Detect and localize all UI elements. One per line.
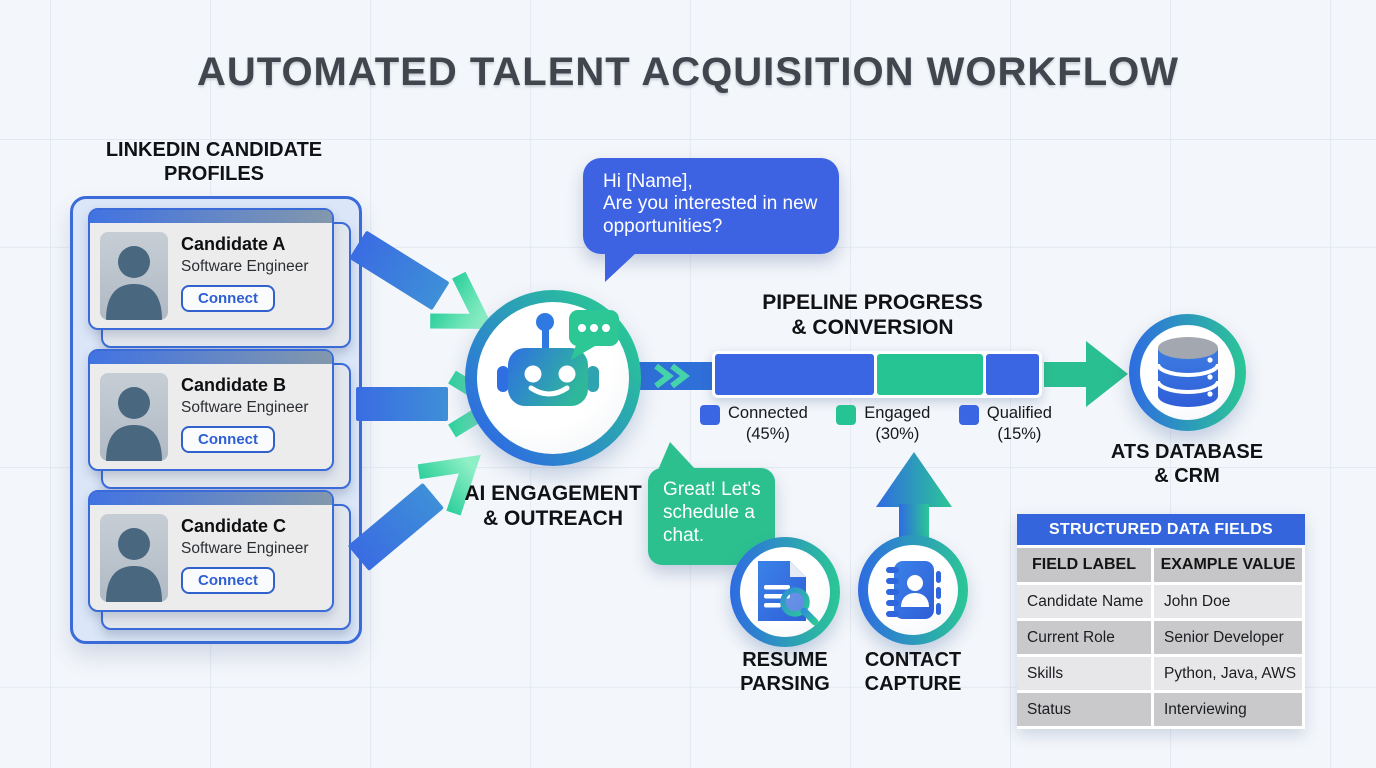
bar-segment-qualified: [986, 354, 1039, 395]
page-title: AUTOMATED TALENT ACQUISITION WORKFLOW: [196, 50, 1180, 94]
candidate-role: Software Engineer: [181, 540, 309, 557]
column-header-field-label: FIELD LABEL: [1017, 548, 1151, 582]
candidate-card-c: Candidate C Software Engineer Connect: [88, 490, 351, 630]
bot-to-pipeline-connector: [638, 362, 718, 390]
table-row: Skills Python, Java, AWS: [1017, 657, 1305, 690]
chat-dots-bubble-icon: [569, 310, 619, 360]
legend-swatch: [958, 405, 979, 425]
candidate-card-a: Candidate A Software Engineer Connect: [88, 208, 351, 348]
legend-item-engaged: Engaged(30%): [836, 403, 930, 444]
bar-segment-engaged: [877, 354, 983, 395]
table-row: Current Role Senior Developer: [1017, 621, 1305, 654]
linkedin-profiles-panel: Candidate A Software Engineer Connect Ca…: [70, 196, 362, 644]
person-avatar-icon: [100, 373, 168, 461]
pipeline-progress-bar: [712, 351, 1042, 398]
contact-capture-label: CONTACT CAPTURE: [864, 649, 962, 695]
candidate-name: Candidate A: [181, 234, 286, 254]
card-header-bar: [90, 351, 332, 364]
candidate-role: Software Engineer: [181, 258, 309, 275]
field-label-cell: Current Role: [1017, 621, 1151, 654]
legend-item-qualified: Qualified(15%): [958, 403, 1052, 444]
example-value-cell: John Doe: [1154, 585, 1302, 618]
candidate-name: Candidate C: [181, 516, 287, 536]
outreach-bubble-tail: [605, 252, 637, 282]
linkedin-profiles-heading: LINKEDIN CANDIDATE PROFILES: [105, 139, 323, 185]
legend-swatch: [700, 405, 720, 425]
example-value-cell: Python, Java, AWS: [1154, 657, 1302, 690]
bar-segment-connected: [715, 354, 874, 395]
outreach-message-bubble: Hi [Name], Are you interested in new opp…: [583, 158, 839, 254]
person-avatar-icon: [100, 514, 168, 602]
table-row: Status Interviewing: [1017, 693, 1305, 726]
field-label-cell: Skills: [1017, 657, 1151, 690]
ai-bot-circle: [465, 290, 641, 466]
robot-icon: [497, 310, 619, 406]
connect-button[interactable]: Connect: [181, 426, 275, 453]
legend-swatch: [836, 405, 857, 425]
pipeline-legend: Connected(45%) Engaged(30%) Qualified(15…: [700, 403, 1052, 444]
pipeline-heading: PIPELINE PROGRESS & CONVERSION: [762, 291, 983, 340]
table-header-row: FIELD LABEL EXAMPLE VALUE: [1017, 548, 1305, 582]
contact-capture-circle: [858, 535, 968, 645]
ai-engagement-label: AI ENGAGEMENT & OUTREACH: [464, 482, 642, 531]
pipeline-to-ats-arrow: [1044, 341, 1128, 407]
connect-button[interactable]: Connect: [181, 567, 275, 594]
ats-database-label: ATS DATABASE & CRM: [1110, 441, 1264, 487]
resume-parsing-label: RESUME PARSING: [740, 649, 830, 695]
reply-bubble-tail: [658, 442, 696, 470]
field-label-cell: Candidate Name: [1017, 585, 1151, 618]
structured-data-table: STRUCTURED DATA FIELDS FIELD LABEL EXAMP…: [1017, 514, 1305, 729]
connect-button[interactable]: Connect: [181, 285, 275, 312]
ats-database-circle: [1129, 314, 1246, 431]
database-icon: [1156, 337, 1220, 407]
card-header-bar: [90, 210, 332, 223]
card-header-bar: [90, 492, 332, 505]
contact-to-pipeline-up-arrow: [876, 452, 952, 544]
candidate-role: Software Engineer: [181, 399, 309, 416]
field-label-cell: Status: [1017, 693, 1151, 726]
contact-capture-icon: [886, 561, 941, 619]
legend-item-connected: Connected(45%): [700, 403, 808, 444]
resume-parsing-circle: [730, 537, 840, 647]
table-title: STRUCTURED DATA FIELDS: [1017, 514, 1305, 545]
person-avatar-icon: [100, 232, 168, 320]
resume-parsing-icon: [758, 561, 819, 626]
example-value-cell: Senior Developer: [1154, 621, 1302, 654]
table-row: Candidate Name John Doe: [1017, 585, 1305, 618]
reply-message-bubble: Great! Let's schedule a chat.: [648, 468, 775, 565]
flow-arrow-candidate-a: [349, 231, 494, 329]
candidate-name: Candidate B: [181, 375, 287, 395]
example-value-cell: Interviewing: [1154, 693, 1302, 726]
candidate-card-b: Candidate B Software Engineer Connect: [88, 349, 351, 489]
column-header-example-value: EXAMPLE VALUE: [1154, 548, 1302, 582]
